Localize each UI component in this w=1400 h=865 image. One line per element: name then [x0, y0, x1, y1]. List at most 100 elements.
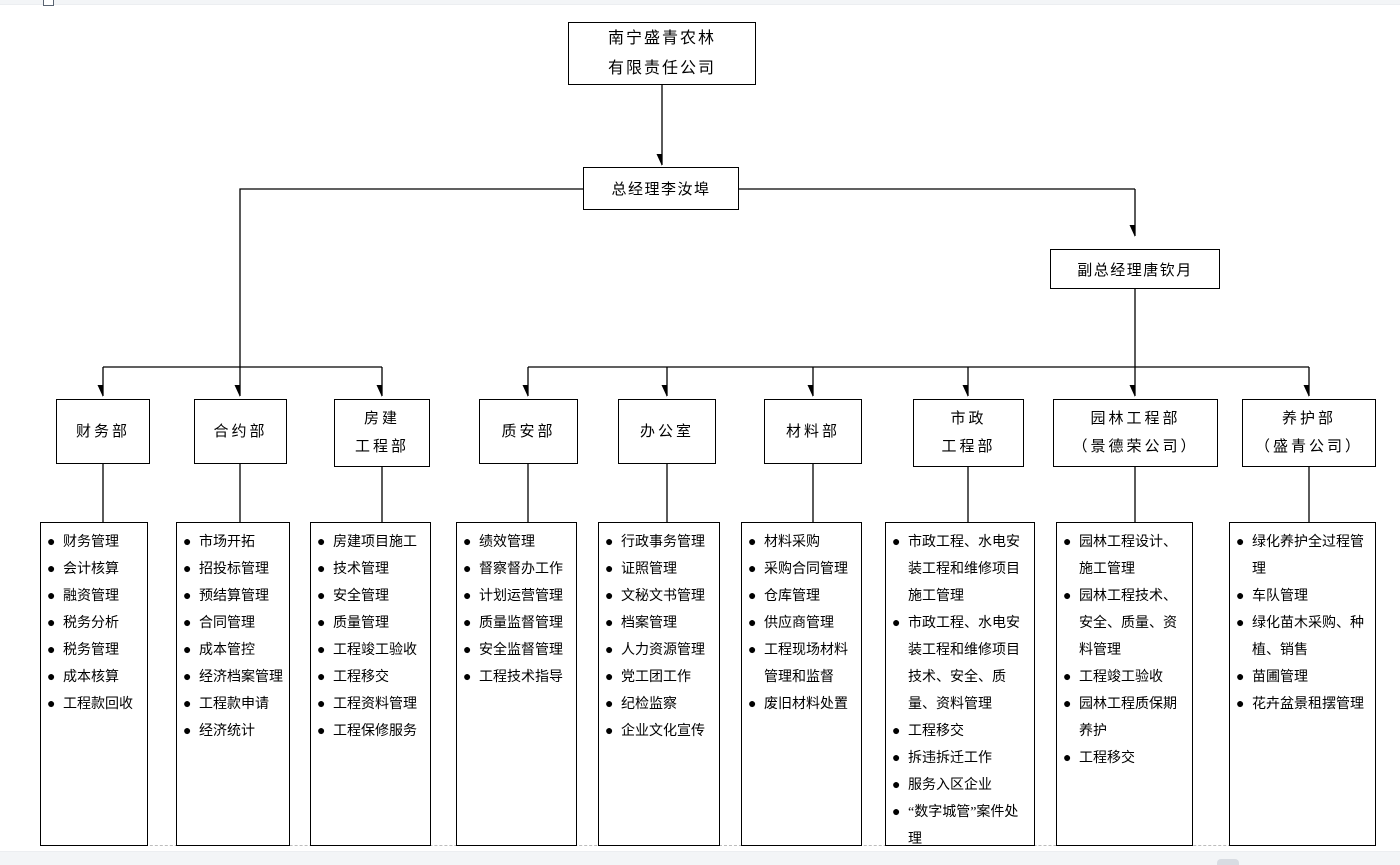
duty-item: 房建项目施工: [317, 529, 428, 556]
duty-item: 经济档案管理: [183, 664, 287, 691]
dept-box-7: 市政工程部: [913, 399, 1024, 467]
dept-duty-list-9: 绿化养护全过程管理车队管理绿化苗木采购、种植、销售苗圃管理花卉盆景租摆管理: [1229, 522, 1376, 846]
dept-name-line: 园林工程部: [1090, 411, 1181, 427]
duty-item: 经济统计: [183, 718, 287, 745]
duty-item: 财务管理: [47, 529, 145, 556]
duty-item: 督察督办工作: [463, 556, 574, 583]
duty-item: 材料采购: [748, 529, 859, 556]
duty-item: 车队管理: [1236, 583, 1373, 610]
duty-item: 采购合同管理: [748, 556, 859, 583]
duty-item: 税务管理: [47, 637, 145, 664]
dept-duty-list-8: 园林工程设计、施工管理园林工程技术、安全、质量、资料管理工程竣工验收园林工程质保…: [1056, 522, 1193, 846]
window-top-strip: [0, 0, 1400, 5]
duty-item: 预结算管理: [183, 583, 287, 610]
duty-item: 绿化苗木采购、种植、销售: [1236, 610, 1373, 664]
duty-item: 市场开拓: [183, 529, 287, 556]
dept-duty-list-7: 市政工程、水电安装工程和维修项目施工管理市政工程、水电安装工程和维修项目技术、安…: [885, 522, 1035, 846]
duty-item: 证照管理: [605, 556, 717, 583]
duty-item: 成本核算: [47, 664, 145, 691]
duty-item: 绩效管理: [463, 529, 574, 556]
duty-item: 苗圃管理: [1236, 664, 1373, 691]
duty-item: 工程移交: [317, 664, 428, 691]
duty-item: 服务入区企业: [892, 772, 1032, 799]
dept-box-2: 合约部: [194, 399, 287, 464]
duty-item: 文秘文书管理: [605, 583, 717, 610]
duty-item: 融资管理: [47, 583, 145, 610]
deputy-general-manager-label: 副总经理唐钦月: [1077, 262, 1193, 279]
duty-item: 市政工程、水电安装工程和维修项目技术、安全、质量、资料管理: [892, 610, 1032, 718]
company-name-line: 南宁盛青农林: [607, 29, 716, 47]
duty-item: 绿化养护全过程管理: [1236, 529, 1373, 583]
dept-duty-list-1: 财务管理会计核算融资管理税务分析税务管理成本核算工程款回收: [40, 522, 148, 846]
duty-item: 工程移交: [892, 718, 1032, 745]
dept-duty-list-4: 绩效管理督察督办工作计划运营管理质量监督管理安全监督管理工程技术指导: [456, 522, 577, 846]
duty-item: 企业文化宣传: [605, 718, 717, 745]
duty-item: 工程现场材料管理和监督: [748, 637, 859, 691]
dept-name-line: 工程部: [354, 439, 409, 455]
dept-name-line: 质安部: [501, 423, 556, 440]
duty-item: 会计核算: [47, 556, 145, 583]
duty-item: 花卉盆景租摆管理: [1236, 691, 1373, 718]
dept-box-4: 质安部: [479, 399, 578, 464]
dept-name-line: 办公室: [639, 423, 694, 440]
duty-item: 质量监督管理: [463, 610, 574, 637]
duty-item: 工程竣工验收: [1063, 664, 1190, 691]
duty-item: 档案管理: [605, 610, 717, 637]
deputy-general-manager-box: 副总经理唐钦月: [1050, 249, 1220, 289]
duty-item: 工程技术指导: [463, 664, 574, 691]
dept-name-line: 房建: [363, 411, 400, 427]
dept-duty-list-5: 行政事务管理证照管理文秘文书管理档案管理人力资源管理党工团工作纪检监察企业文化宣…: [598, 522, 720, 846]
duty-item: 工程竣工验收: [317, 637, 428, 664]
dept-name-line: 工程部: [941, 439, 996, 455]
duty-item: 供应商管理: [748, 610, 859, 637]
dept-name-line: （盛青公司）: [1254, 439, 1363, 455]
duty-item: “数字城管”案件处理: [892, 799, 1032, 845]
duty-item: 拆违拆迁工作: [892, 745, 1032, 772]
dept-name-line: （景德荣公司）: [1072, 439, 1199, 455]
duty-item: 仓库管理: [748, 583, 859, 610]
duty-item: 工程款申请: [183, 691, 287, 718]
dept-duty-list-3: 房建项目施工技术管理安全管理质量管理工程竣工验收工程移交工程资料管理工程保修服务: [310, 522, 431, 846]
duty-item: 工程资料管理: [317, 691, 428, 718]
dept-duty-list-2: 市场开拓招投标管理预结算管理合同管理成本管控经济档案管理工程款申请经济统计: [176, 522, 290, 846]
duty-item: 纪检监察: [605, 691, 717, 718]
duty-item: 园林工程技术、安全、质量、资料管理: [1063, 583, 1190, 664]
general-manager-label: 总经理李汝埠: [611, 182, 711, 198]
dept-name-line: 养护部: [1281, 411, 1336, 427]
duty-item: 人力资源管理: [605, 637, 717, 664]
dept-box-9: 养护部 （盛青公司）: [1242, 399, 1376, 467]
duty-item: 党工团工作: [605, 664, 717, 691]
dept-box-8: 园林工程部 （景德荣公司）: [1053, 399, 1218, 467]
dept-box-1: 财务部: [56, 399, 150, 464]
duty-item: 工程移交: [1063, 745, 1190, 772]
dept-name-line: 合约部: [213, 423, 268, 440]
dept-box-6: 材料部: [764, 399, 862, 464]
general-manager-box: 总经理李汝埠: [583, 167, 739, 210]
duty-item: 招投标管理: [183, 556, 287, 583]
duty-item: 行政事务管理: [605, 529, 717, 556]
dept-name-line: 市政: [950, 411, 987, 427]
duty-item: 质量管理: [317, 610, 428, 637]
company-name-line: 有限责任公司: [607, 59, 716, 77]
document-anchor-icon: [43, 0, 54, 6]
dept-name-line: 材料部: [785, 423, 840, 440]
window-bottom-strip: [0, 851, 1400, 865]
duty-item: 安全管理: [317, 583, 428, 610]
duty-item: 合同管理: [183, 610, 287, 637]
duty-item: 工程保修服务: [317, 718, 428, 745]
dept-box-5: 办公室: [618, 399, 716, 464]
duty-item: 工程款回收: [47, 691, 145, 718]
duty-item: 计划运营管理: [463, 583, 574, 610]
dept-name-line: 财务部: [75, 423, 130, 440]
duty-item: 园林工程设计、施工管理: [1063, 529, 1190, 583]
duty-item: 成本管控: [183, 637, 287, 664]
duty-item: 市政工程、水电安装工程和维修项目施工管理: [892, 529, 1032, 610]
duty-item: 技术管理: [317, 556, 428, 583]
horizontal-scrollbar-thumb[interactable]: [1217, 859, 1239, 865]
duty-item: 园林工程质保期养护: [1063, 691, 1190, 745]
company-root-box: 南宁盛青农林 有限责任公司: [568, 22, 756, 85]
duty-item: 废旧材料处置: [748, 691, 859, 718]
dept-duty-list-6: 材料采购采购合同管理仓库管理供应商管理工程现场材料管理和监督废旧材料处置: [741, 522, 862, 846]
